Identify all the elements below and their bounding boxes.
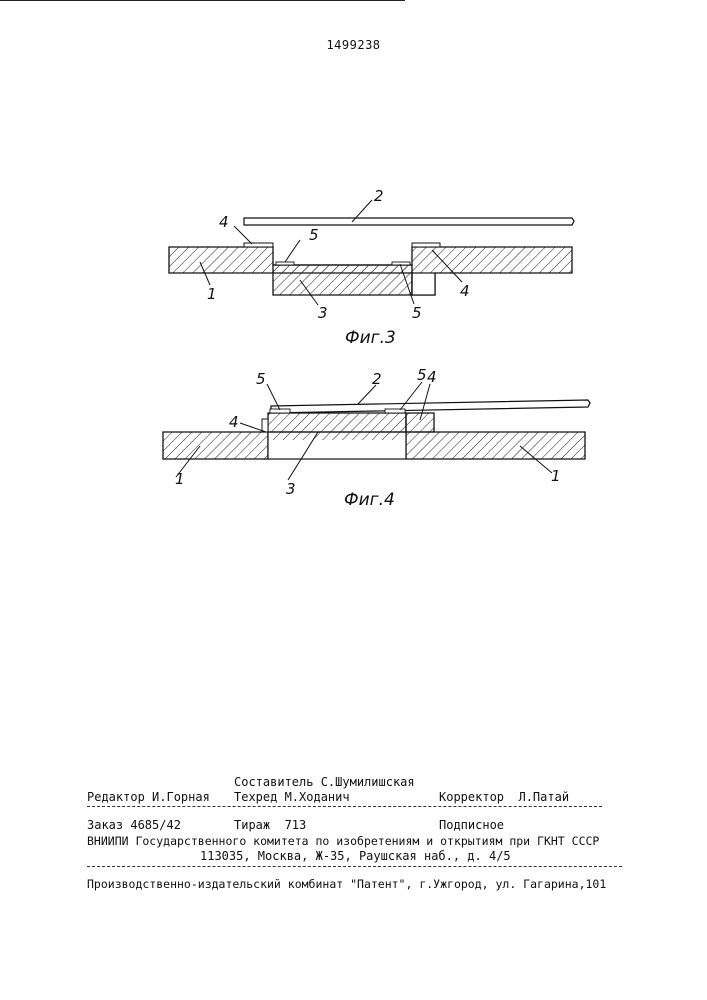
- fig4-label-part-1-right: 1: [551, 467, 561, 485]
- editor-line: Редактор И.Горная: [87, 790, 210, 804]
- address-line: 113035, Москва, Ж-35, Раушская наб., д. …: [200, 849, 511, 863]
- order-line: Заказ 4685/42: [87, 818, 181, 832]
- fig3-pad-4-right: [412, 243, 440, 247]
- fig4-label-part-4-left: 4: [229, 413, 239, 431]
- rule-2: [87, 866, 622, 867]
- fig4-strip-part-2: [271, 400, 590, 413]
- fig3-gap: [412, 273, 435, 295]
- circulation-line: Тираж 713: [234, 818, 306, 832]
- fig3-label-part-5-right: 5: [412, 304, 422, 322]
- fig4-pad-4-left: [262, 419, 268, 432]
- printer-line: Производственно-издательский комбинат "П…: [87, 877, 606, 891]
- figure-4: 5 2 5 4 4 1 3 1 Фиг.4: [163, 366, 590, 510]
- compiler-line: Составитель С.Шумилишская: [234, 775, 415, 789]
- fig3-caption: Фиг.3: [345, 328, 396, 348]
- fig4-caption: Фиг.4: [344, 490, 395, 510]
- fig4-insert-part-3: [268, 413, 406, 432]
- techred-line: Техред М.Ходанич: [234, 790, 350, 804]
- fig3-layer-5-right: [392, 262, 410, 265]
- subscription-line: Подписное: [439, 818, 504, 832]
- fig4-label-part-3: 3: [286, 480, 296, 498]
- fig3-pad-4-left: [244, 243, 273, 247]
- corrector-line: Корректор Л.Патай: [439, 790, 569, 804]
- fig4-label-part-5-right: 5: [417, 366, 427, 384]
- institute-line: ВНИИПИ Государственного комитета по изоб…: [87, 834, 599, 848]
- figure-3: 2 4 5 1 3 4 5 Фиг.3: [169, 187, 574, 348]
- fig4-pad-4-right: [406, 413, 434, 432]
- fig3-label-part-5-left: 5: [309, 226, 319, 244]
- patent-drawings: 2 4 5 1 3 4 5 Фиг.3: [0, 0, 707, 560]
- fig3-label-part-4-right: 4: [460, 282, 470, 300]
- fig4-insert-part-3-lower: [272, 432, 402, 440]
- fig3-label-part-4-left: 4: [219, 213, 229, 231]
- fig4-label-part-1-left: 1: [175, 470, 185, 488]
- fig3-label-part-2: 2: [374, 187, 384, 205]
- fig4-base-part-1: [163, 432, 268, 459]
- fig4-base-part-1-right: [406, 432, 585, 459]
- rule-1: [87, 806, 602, 807]
- fig3-strip-part-2: [244, 218, 574, 225]
- fig4-label-part-4-right: 4: [427, 368, 437, 386]
- fig3-label-part-3: 3: [318, 304, 328, 322]
- fig3-insert-part-3: [273, 265, 412, 295]
- fig4-label-part-5-left: 5: [256, 370, 266, 388]
- fig3-layer-5-left: [276, 262, 294, 265]
- fig3-label-part-1: 1: [207, 285, 217, 303]
- fig4-layer-5-right: [385, 409, 405, 413]
- fig4-label-part-2: 2: [372, 370, 382, 388]
